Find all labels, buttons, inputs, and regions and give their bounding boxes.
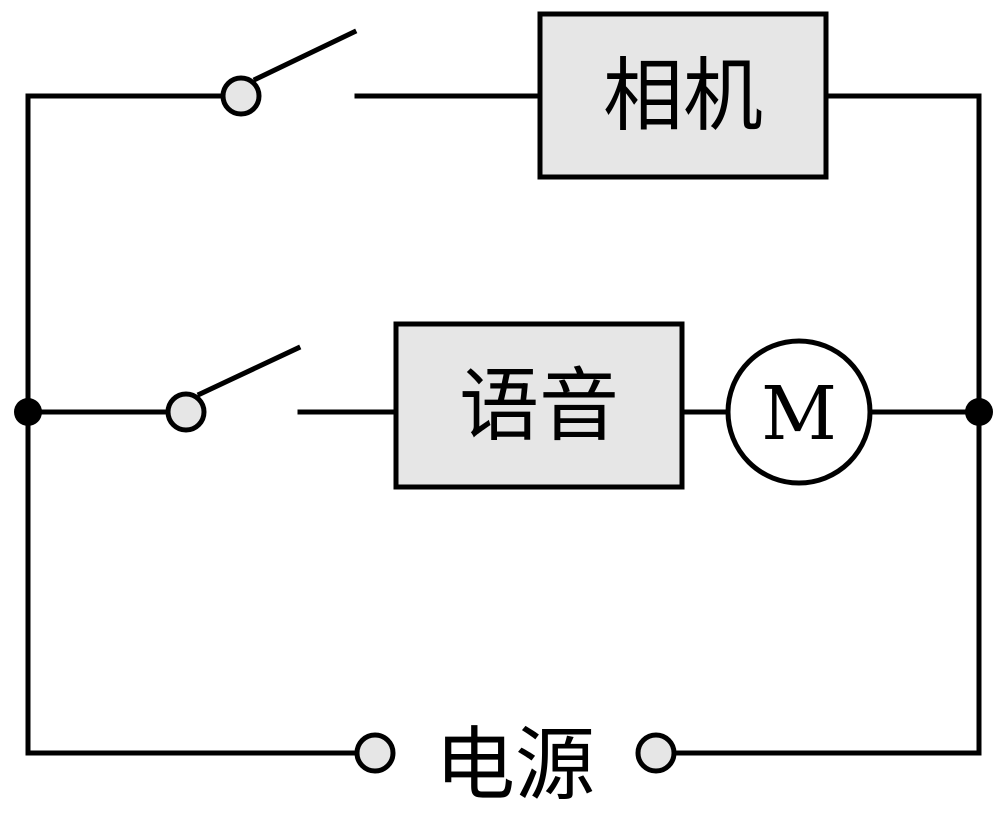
camera-switch-pivot	[220, 75, 262, 117]
motor-circle	[725, 338, 873, 486]
camera-switch[interactable]	[220, 28, 358, 117]
camera-label: 相机	[603, 50, 763, 143]
voice-switch[interactable]	[165, 344, 302, 433]
power-source: 电源	[354, 719, 677, 812]
voice-component: 语音	[393, 321, 685, 490]
camera-box	[537, 11, 829, 180]
voice-switch-blade	[196, 344, 302, 398]
right-junction-dot	[965, 398, 993, 426]
motor-label: M	[761, 371, 837, 457]
voice-switch-pivot	[165, 391, 207, 433]
voice-label: 语音	[459, 360, 619, 453]
camera-switch-blade	[252, 28, 358, 83]
motor-component: M	[725, 338, 873, 486]
voice-box	[393, 321, 685, 490]
power-terminal-left	[354, 732, 396, 774]
camera-component: 相机	[537, 11, 829, 180]
power-terminal-right	[635, 732, 677, 774]
left-junction-dot	[14, 398, 42, 426]
power-label: 电源	[435, 719, 595, 812]
